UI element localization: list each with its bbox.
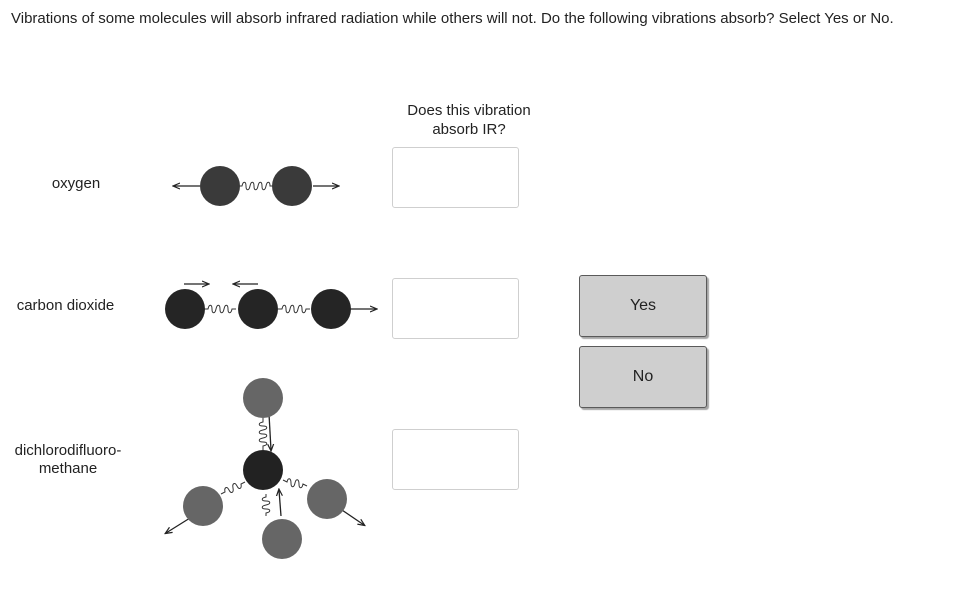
halogen-atom-bottom — [262, 519, 302, 559]
row-label-line1: dichlorodifluoro- — [14, 442, 122, 459]
spring-icon — [278, 304, 310, 314]
spring-icon — [282, 478, 308, 489]
drop-target-carbon-dioxide[interactable] — [392, 278, 519, 339]
oxygen-atom-left — [165, 289, 205, 329]
spring-icon — [204, 304, 236, 314]
drop-target-oxygen[interactable] — [392, 147, 519, 208]
down-left-arrow-icon — [166, 517, 191, 533]
carbon-atom — [243, 450, 283, 490]
drop-target-dichlorodifluoromethane[interactable] — [392, 429, 519, 490]
no-choice-button[interactable]: No — [579, 346, 707, 408]
row-label-dichlorodifluoromethane: dichlorodifluoro- methane — [6, 442, 130, 478]
row-label-line2: methane — [38, 460, 98, 477]
spring-icon — [220, 481, 246, 495]
down-right-arrow-icon — [338, 507, 364, 525]
halogen-atom-top — [243, 378, 283, 418]
down-arrow-icon — [269, 413, 271, 450]
oxygen-atom-right — [272, 166, 312, 206]
spring-icon — [261, 494, 271, 516]
oxygen-atom-right — [311, 289, 351, 329]
carbon-atom — [238, 289, 278, 329]
instructions-text: Vibrations of some molecules will absorb… — [11, 10, 894, 27]
up-arrow-icon — [279, 490, 281, 517]
oxygen-group — [174, 166, 338, 206]
halogen-atom-right — [307, 479, 347, 519]
column-header: Does this vibration absorb IR? — [396, 101, 542, 139]
dichlorodifluoromethane-group — [166, 378, 364, 559]
spring-icon — [258, 418, 268, 450]
row-label-carbon-dioxide: carbon dioxide — [16, 297, 115, 314]
oxygen-atom-left — [200, 166, 240, 206]
yes-choice-button[interactable]: Yes — [579, 275, 707, 337]
spring-icon — [239, 181, 273, 191]
column-header-line2: absorb IR? — [432, 121, 506, 138]
row-label-oxygen: oxygen — [51, 175, 101, 192]
carbon-dioxide-group — [165, 284, 376, 329]
halogen-atom-left — [183, 486, 223, 526]
column-header-line1: Does this vibration — [407, 102, 531, 119]
